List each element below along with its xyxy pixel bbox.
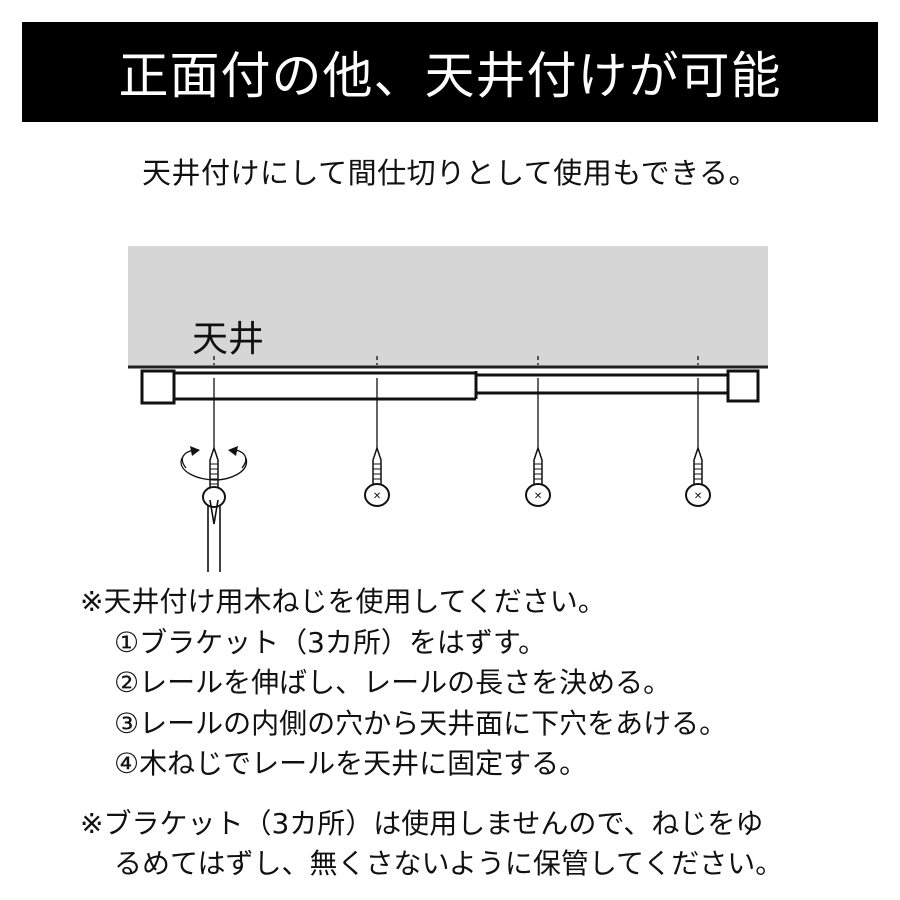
wood-screw-icon (202, 445, 226, 508)
ceiling-label: 天井 (192, 319, 265, 360)
subtitle: 天井付けにして間仕切りとして使用もできる。 (141, 156, 759, 190)
svg-text:✕: ✕ (694, 491, 702, 502)
instructions-note: ※天井付け用木ねじを使用してください。 (80, 585, 606, 618)
instructions: ※天井付け用木ねじを使用してください。 ①ブラケット（3カ所）をはずす。 ②レー… (80, 582, 727, 785)
screw-guide-lines (213, 356, 699, 448)
curtain-rail (140, 369, 760, 405)
wood-screw-icon: ✕ (525, 445, 551, 507)
footnote-line: ※ブラケット（3カ所）は使用しませんので、ねじをゆ (80, 807, 764, 840)
page-title: 正面付の他、天井付けが可能 (118, 47, 782, 105)
wood-screw-icon: ✕ (364, 445, 390, 507)
instruction-step: ③レールの内側の穴から天井面に下穴をあける。 (114, 706, 728, 740)
wood-screw-icon: ✕ (685, 445, 711, 507)
footnote-line: るめてはずし、無くさないように保管してください。 (114, 847, 784, 880)
svg-text:✕: ✕ (373, 491, 381, 502)
instruction-step: ①ブラケット（3カ所）をはずす。 (114, 625, 547, 659)
instruction-step: ②レールを伸ばし、レールの長さを決める。 (114, 666, 672, 699)
ceiling (128, 246, 768, 366)
footnote: ※ブラケット（3カ所）は使用しませんので、ねじをゆ るめてはずし、無くさないよう… (80, 804, 783, 884)
svg-text:✕: ✕ (534, 491, 542, 502)
header-banner: 正面付の他、天井付けが可能 (22, 22, 878, 122)
instruction-step: ④木ねじでレールを天井に固定する。 (114, 747, 588, 780)
screwdriver-icon (207, 499, 221, 572)
